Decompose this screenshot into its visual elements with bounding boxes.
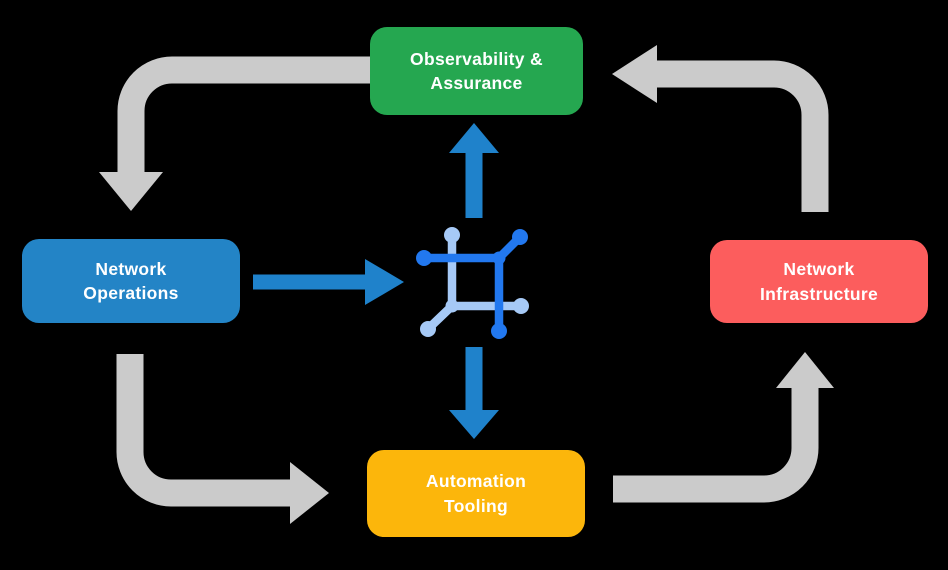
node-automation-tooling: Automation Tooling xyxy=(367,450,585,537)
arrowhead-down-icon xyxy=(99,172,163,211)
node-network-infrastructure: Network Infrastructure xyxy=(710,240,928,323)
node-label: Automation Tooling xyxy=(425,471,527,516)
flow-arrow-operations-to-icon xyxy=(253,259,404,305)
cycle-arrow-operations-to-automation xyxy=(116,354,329,524)
node-label: Network Infrastructure xyxy=(760,259,878,304)
cycle-arrow-observability-to-operations xyxy=(99,56,374,211)
arrowhead-left-icon xyxy=(612,45,657,103)
cycle-arrow-automation-to-infrastructure xyxy=(613,352,834,503)
arrowhead-up-icon xyxy=(776,352,834,388)
flow-arrow-icon-to-observability xyxy=(449,123,499,218)
flow-arrow-icon-to-automation xyxy=(449,347,499,439)
network-fabric-icon xyxy=(416,227,529,339)
cycle-arrow-infrastructure-to-observability xyxy=(612,45,829,212)
arrowhead-right-icon xyxy=(290,462,329,524)
node-label: Network Operations xyxy=(83,258,179,303)
node-label: Observability & Assurance xyxy=(410,48,543,93)
node-observability-assurance: Observability & Assurance xyxy=(370,27,583,115)
node-network-operations: Network Operations xyxy=(22,239,240,323)
